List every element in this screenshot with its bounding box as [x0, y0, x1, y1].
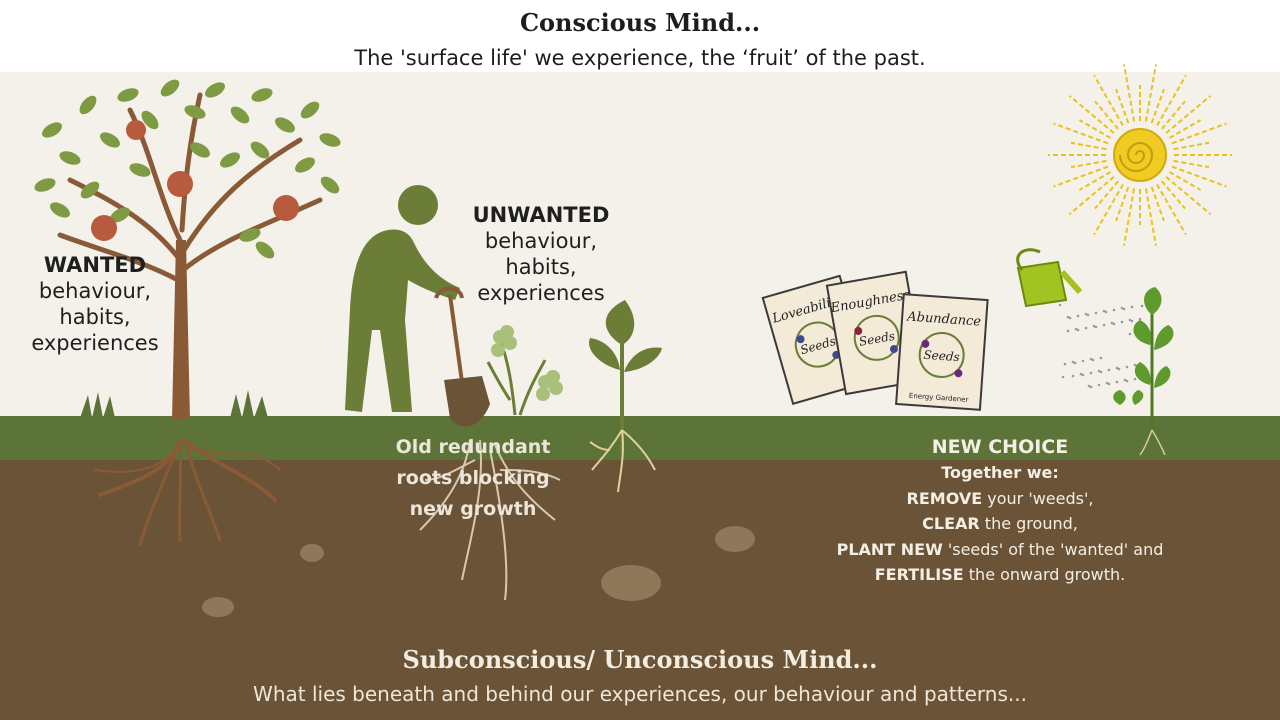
water-drop [1092, 359, 1095, 362]
water-drop [1105, 311, 1108, 314]
fertilise-text: the onward growth. [964, 565, 1126, 584]
new-choice-item-plant: PLANT NEW 'seeds' of the 'wanted' and [790, 537, 1210, 563]
remove-text: your 'weeds', [982, 489, 1093, 508]
water-drop [1100, 357, 1103, 360]
water-drop [1095, 312, 1098, 315]
water-drop [1134, 378, 1137, 381]
water-drop [1139, 318, 1142, 321]
water-drop [1123, 308, 1126, 311]
wanted-body: behaviour, habits, experiences [31, 279, 158, 355]
new-choice-heading: NEW CHOICE [790, 434, 1210, 460]
water-drop [1074, 362, 1077, 365]
water-drop [1098, 384, 1101, 387]
water-drop [1077, 315, 1080, 318]
water-drop [1090, 386, 1093, 389]
water-drop [1072, 375, 1075, 378]
water-drop [1067, 330, 1070, 333]
subconscious-mind-title: Subconscious/ Unconscious Mind... [0, 645, 1280, 674]
water-drop [1113, 323, 1116, 326]
water-drop [1126, 366, 1129, 369]
water-drop [1129, 333, 1132, 336]
conscious-mind-title: Conscious Mind... [0, 8, 1280, 37]
plant-text: 'seeds' of the 'wanted' and [943, 540, 1164, 559]
water-drop [1141, 305, 1144, 308]
water-drop [1077, 329, 1080, 332]
water-drop [1108, 383, 1111, 386]
new-choice-intro: Together we: [790, 460, 1210, 486]
water-drop [1082, 360, 1085, 363]
water-drop [1100, 371, 1103, 374]
water-drop [1090, 372, 1093, 375]
water-drop [1095, 326, 1098, 329]
water-drop [1126, 380, 1129, 383]
wanted-heading: WANTED [10, 252, 180, 278]
water-drop [1108, 369, 1111, 372]
new-choice-item-fertilise: FERTILISE the onward growth. [790, 562, 1210, 588]
old-roots-label: Old redundant roots blocking new growth [378, 432, 568, 525]
water-drop [1087, 314, 1090, 317]
new-choice-item-clear: CLEAR the ground, [790, 511, 1210, 537]
water-drop [1121, 321, 1124, 324]
clear-text: the ground, [980, 514, 1078, 533]
water-drop [1103, 324, 1106, 327]
unwanted-body: behaviour, habits, experiences [477, 229, 604, 305]
conscious-mind-subtitle: The 'surface life' we experience, the ‘f… [0, 46, 1280, 70]
fertilise-verb: FERTILISE [875, 565, 964, 584]
water-drop [1118, 368, 1121, 371]
plant-verb: PLANT NEW [837, 540, 943, 559]
remove-verb: REMOVE [907, 489, 983, 508]
water-drop [1131, 320, 1134, 323]
new-choice-block: NEW CHOICE Together we: REMOVE your 'wee… [790, 434, 1210, 588]
wanted-label: WANTED behaviour, habits, experiences [10, 252, 180, 356]
unwanted-heading: UNWANTED [452, 202, 630, 228]
water-drop [1116, 381, 1119, 384]
water-drop [1131, 306, 1134, 309]
water-drop [1069, 317, 1072, 320]
clear-verb: CLEAR [922, 514, 980, 533]
new-choice-item-remove: REMOVE your 'weeds', [790, 486, 1210, 512]
water-drop [1085, 327, 1088, 330]
water-drop [1064, 363, 1067, 366]
subconscious-mind-subtitle: What lies beneath and behind our experie… [0, 682, 1280, 706]
water-drop [1062, 376, 1065, 379]
unwanted-label: UNWANTED behaviour, habits, experiences [452, 202, 630, 306]
water-drop [1082, 374, 1085, 377]
seed-packet-3-word: Seeds [923, 348, 960, 364]
water-drop [1059, 304, 1062, 307]
water-drop [1113, 309, 1116, 312]
